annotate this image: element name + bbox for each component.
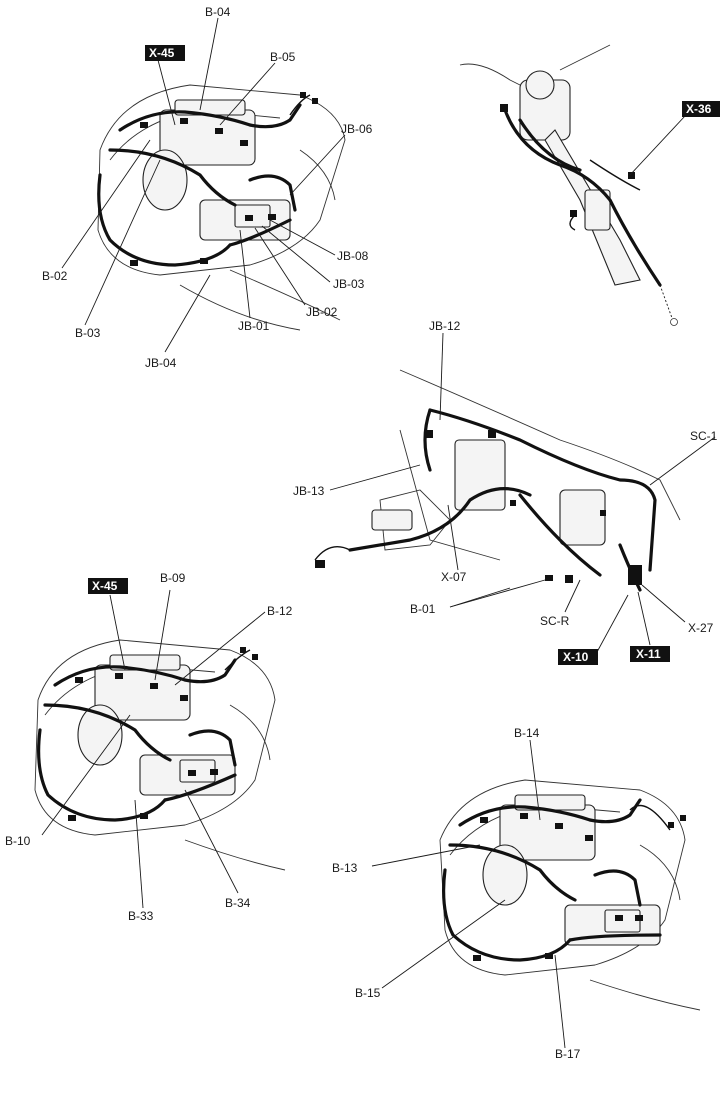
callout-b-17: B-17 — [555, 1047, 581, 1061]
callout-b-14: B-14 — [514, 726, 540, 740]
callout-jb-13: JB-13 — [293, 484, 325, 498]
callout-x-11-box — [630, 646, 670, 662]
callout-b-02: B-02 — [42, 269, 68, 283]
callout-x-45-box-2 — [88, 578, 128, 594]
callout-jb-08: JB-08 — [337, 249, 369, 263]
callout-x-45: X-45 — [149, 46, 175, 60]
steering-column-diagram: X-36 — [459, 44, 720, 326]
callout-b-15: B-15 — [355, 986, 381, 1000]
callout-b-12: B-12 — [267, 604, 293, 618]
callout-b-33: B-33 — [128, 909, 154, 923]
callout-sc-r: SC-R — [540, 614, 570, 628]
callout-x-45-box — [145, 45, 185, 61]
callout-b-34: B-34 — [225, 896, 251, 910]
callout-jb-01: JB-01 — [238, 319, 270, 333]
callout-b-09: B-09 — [160, 571, 186, 585]
callout-b-01: B-01 — [410, 602, 436, 616]
callout-x-36-box — [682, 101, 720, 117]
callout-b-05: B-05 — [270, 50, 296, 64]
callout-x-36: X-36 — [686, 102, 712, 116]
callout-b-13: B-13 — [332, 861, 358, 875]
callout-x-10: X-10 — [563, 650, 589, 664]
callout-x-11: X-11 — [636, 647, 661, 661]
callout-jb-04: JB-04 — [145, 356, 177, 370]
callout-x-27: X-27 — [688, 621, 714, 635]
callout-jb-12: JB-12 — [429, 319, 461, 333]
callout-jb-02: JB-02 — [306, 305, 338, 319]
engine-compartment-diagram-1: B-04 X-45 B-05 JB-06 JB-08 JB-03 JB-02 J… — [42, 5, 373, 370]
callout-b-10: B-10 — [5, 834, 31, 848]
callout-x-07: X-07 — [441, 570, 467, 584]
callout-x-45-2: X-45 — [92, 579, 118, 593]
callout-x-10-box — [558, 649, 598, 665]
callout-b-04: B-04 — [205, 5, 231, 19]
engine-compartment-diagram-2: X-45 B-09 B-12 B-10 B-33 B-34 — [5, 571, 293, 923]
callout-jb-03: JB-03 — [333, 277, 365, 291]
instrument-panel-diagram: JB-12 SC-1 JB-13 X-07 B-01 SC-R X-27 X-1… — [293, 319, 718, 665]
callout-jb-06: JB-06 — [341, 122, 373, 136]
engine-compartment-diagram-3: B-14 B-13 B-15 B-17 — [332, 726, 701, 1061]
callout-sc-1: SC-1 — [690, 429, 718, 443]
callout-b-03: B-03 — [75, 326, 101, 340]
